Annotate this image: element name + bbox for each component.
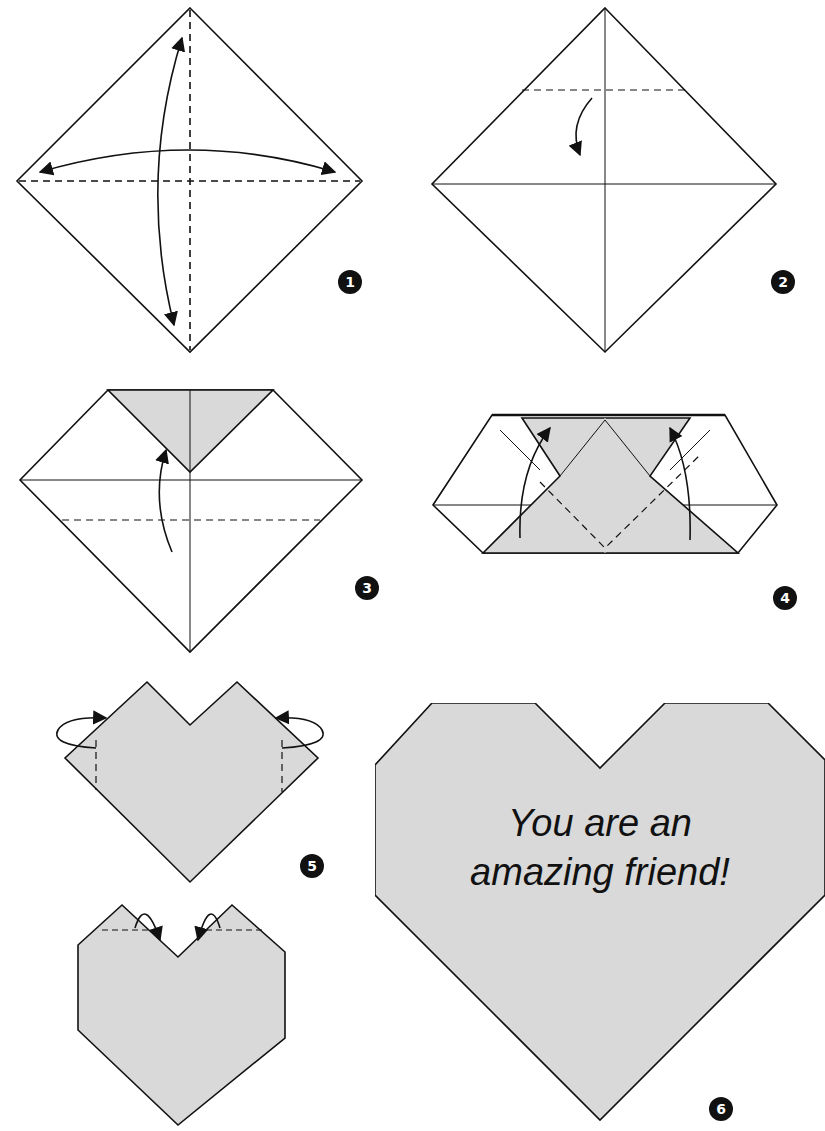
step2-square — [432, 8, 776, 352]
step5b-shape — [78, 905, 285, 1125]
step4-shape — [433, 415, 777, 553]
step-number: 3 — [355, 576, 379, 600]
heart-shape: You are an amazing friend! — [375, 703, 825, 1123]
step1-square — [17, 8, 362, 352]
heart-outline — [375, 703, 825, 1123]
step-number: 1 — [338, 270, 362, 294]
step-number: 2 — [771, 270, 795, 294]
step-number: 4 — [773, 586, 797, 610]
step3-shape — [20, 390, 362, 652]
step-number: 5 — [300, 854, 324, 878]
heart-fill — [375, 703, 825, 1120]
step-number: 6 — [709, 1097, 733, 1121]
message-text: You are an amazing friend! — [440, 799, 760, 898]
step5-shape — [57, 682, 323, 882]
